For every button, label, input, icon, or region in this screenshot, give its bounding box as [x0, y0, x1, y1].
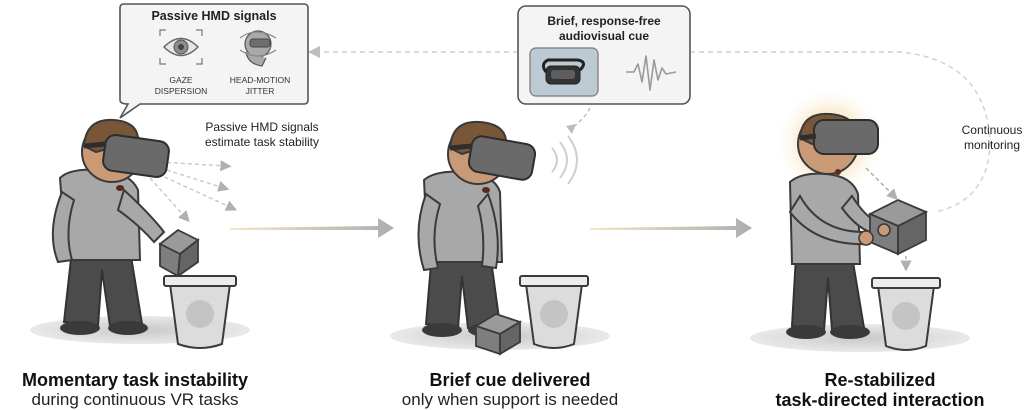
caption-1-title: Momentary task instability [21, 370, 249, 390]
head-label-line1: HEAD-MOTION [230, 75, 290, 85]
signals-note-line2: estimate task stability [205, 135, 319, 149]
cue-box-title-line1: Brief, response-free [547, 14, 661, 28]
signals-box: Passive HMD signals GAZE DISPERSION HEAD… [119, 3, 309, 119]
caption-panel-2: Brief cue delivered only when support is… [370, 370, 650, 410]
bin-3 [871, 277, 941, 351]
caption-2-title: Brief cue delivered [429, 370, 591, 390]
gaze-label-line2: DISPERSION [155, 86, 207, 96]
cue-box-title-line2: audiovisual cue [559, 29, 649, 43]
caption-1-subtitle: during continuous VR tasks [31, 390, 239, 409]
feedback-loop [308, 46, 991, 213]
falling-cube [158, 228, 200, 278]
bin-1 [163, 275, 237, 349]
headset-cue-icon [529, 47, 599, 97]
loop-arrowhead [308, 46, 320, 58]
caption-3-title: Re-stabilized [824, 370, 936, 390]
head-motion-icon [239, 30, 277, 67]
caption-2-subtitle: only when support is needed [401, 390, 619, 409]
monitoring-note-line2: monitoring [964, 138, 1020, 152]
signal-rays [149, 160, 238, 223]
bin-2 [519, 275, 589, 349]
gaze-dispersion-icon [159, 29, 203, 65]
caption-panel-1: Momentary task instability during contin… [0, 370, 270, 410]
figure-restabilized [750, 86, 970, 352]
cue-box: Brief, response-free audiovisual cue [517, 5, 691, 105]
caption-3-subtitle: task-directed interaction [775, 390, 985, 410]
caption-panel-3: Re-stabilized task-directed interaction [740, 370, 1020, 410]
signals-box-title: Passive HMD signals [151, 9, 276, 23]
flow-arrow-1 [230, 218, 394, 238]
figure-unstable [30, 118, 250, 349]
figure-cue [390, 120, 610, 356]
monitoring-note-line1: Continuous [962, 123, 1023, 137]
flow-arrow-2 [590, 218, 752, 238]
signals-note-line1: Passive HMD signals [205, 120, 318, 134]
gaze-label-line1: GAZE [169, 75, 192, 85]
head-label-line2: JITTER [246, 86, 275, 96]
audio-wave-icon [626, 55, 677, 91]
dropped-cube [473, 313, 523, 356]
sound-arcs [551, 135, 578, 185]
